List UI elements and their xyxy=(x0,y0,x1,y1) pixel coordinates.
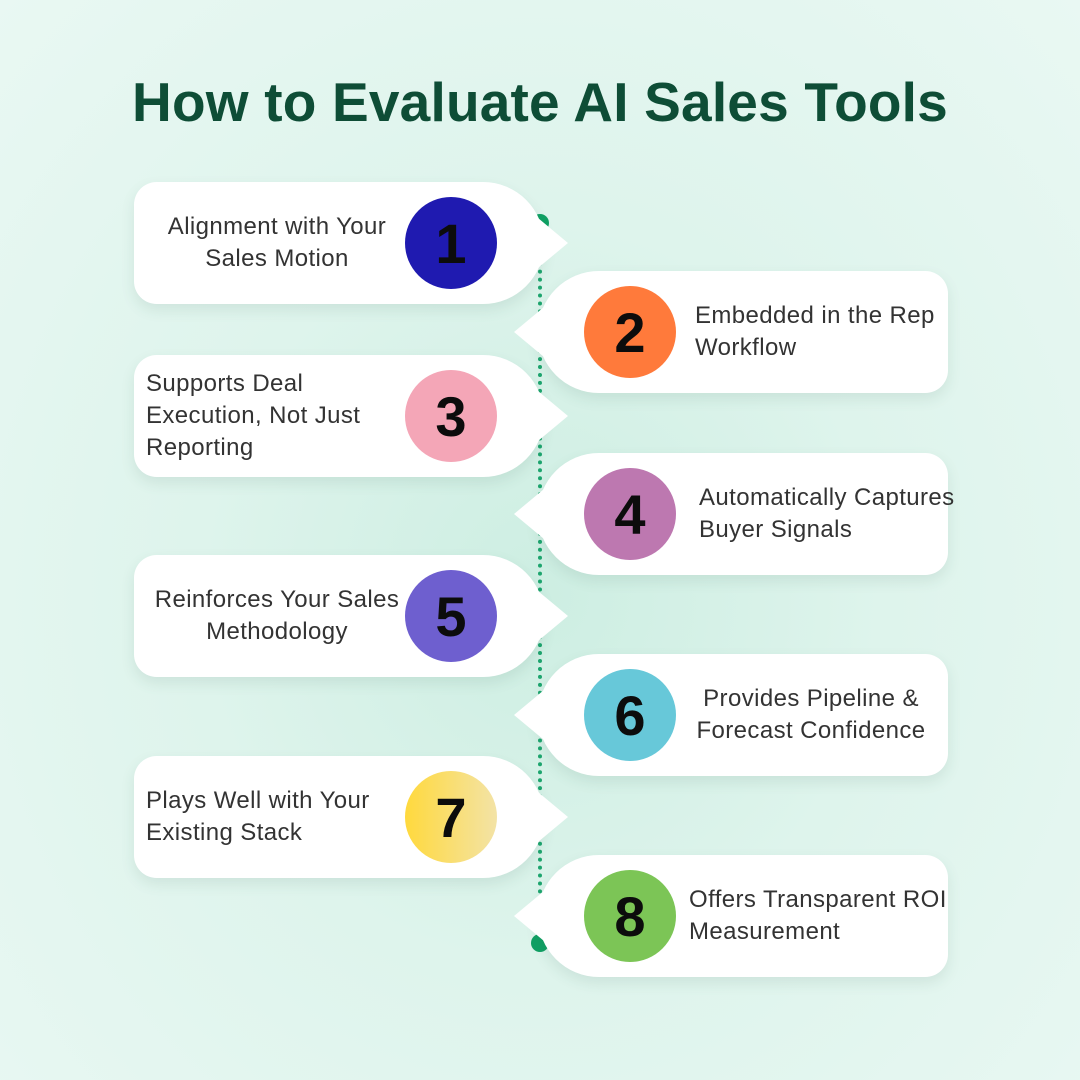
step-card-4: 4 Automatically Captures Buyer Signals xyxy=(514,453,954,575)
step-label-1: Alignment with Your Sales Motion xyxy=(167,213,387,272)
timeline-line xyxy=(538,222,542,942)
card-pointer xyxy=(514,690,544,740)
card-pointer xyxy=(514,307,544,357)
step-label-5: Reinforces Your Sales Methodology xyxy=(154,586,400,645)
card-pointer xyxy=(514,489,544,539)
step-number-7: 7 xyxy=(405,771,497,863)
step-label-7: Plays Well with Your Existing Stack xyxy=(146,787,370,846)
step-number-2: 2 xyxy=(584,286,676,378)
step-number-1: 1 xyxy=(405,197,497,289)
step-card-7: Plays Well with Your Existing Stack 7 xyxy=(134,756,568,878)
step-label-3: Supports Deal Execution, Not Just Report… xyxy=(146,370,361,461)
step-card-1: Alignment with Your Sales Motion 1 xyxy=(134,182,568,304)
step-number-3: 3 xyxy=(405,370,497,462)
step-number-8: 8 xyxy=(584,870,676,962)
page-title: How to Evaluate AI Sales Tools xyxy=(132,71,948,133)
step-card-3: Supports Deal Execution, Not Just Report… xyxy=(134,355,568,477)
step-card-8: 8 Offers Transparent ROI Measurement xyxy=(514,855,948,977)
step-label-4: Automatically Captures Buyer Signals xyxy=(699,484,955,543)
step-card-2: 2 Embedded in the Rep Workflow xyxy=(514,271,948,393)
step-card-6: 6 Provides Pipeline & Forecast Confidenc… xyxy=(514,654,948,776)
card-pointer xyxy=(514,891,544,941)
card-pointer xyxy=(538,218,568,268)
step-label-6: Provides Pipeline & Forecast Confidence xyxy=(696,685,926,744)
step-label-8: Offers Transparent ROI Measurement xyxy=(689,886,947,945)
step-label-2: Embedded in the Rep Workflow xyxy=(695,302,935,361)
step-card-5: Reinforces Your Sales Methodology 5 xyxy=(134,555,568,677)
step-number-6: 6 xyxy=(584,669,676,761)
step-number-5: 5 xyxy=(405,570,497,662)
card-pointer xyxy=(538,591,568,641)
card-pointer xyxy=(538,792,568,842)
card-pointer xyxy=(538,391,568,441)
step-number-4: 4 xyxy=(584,468,676,560)
